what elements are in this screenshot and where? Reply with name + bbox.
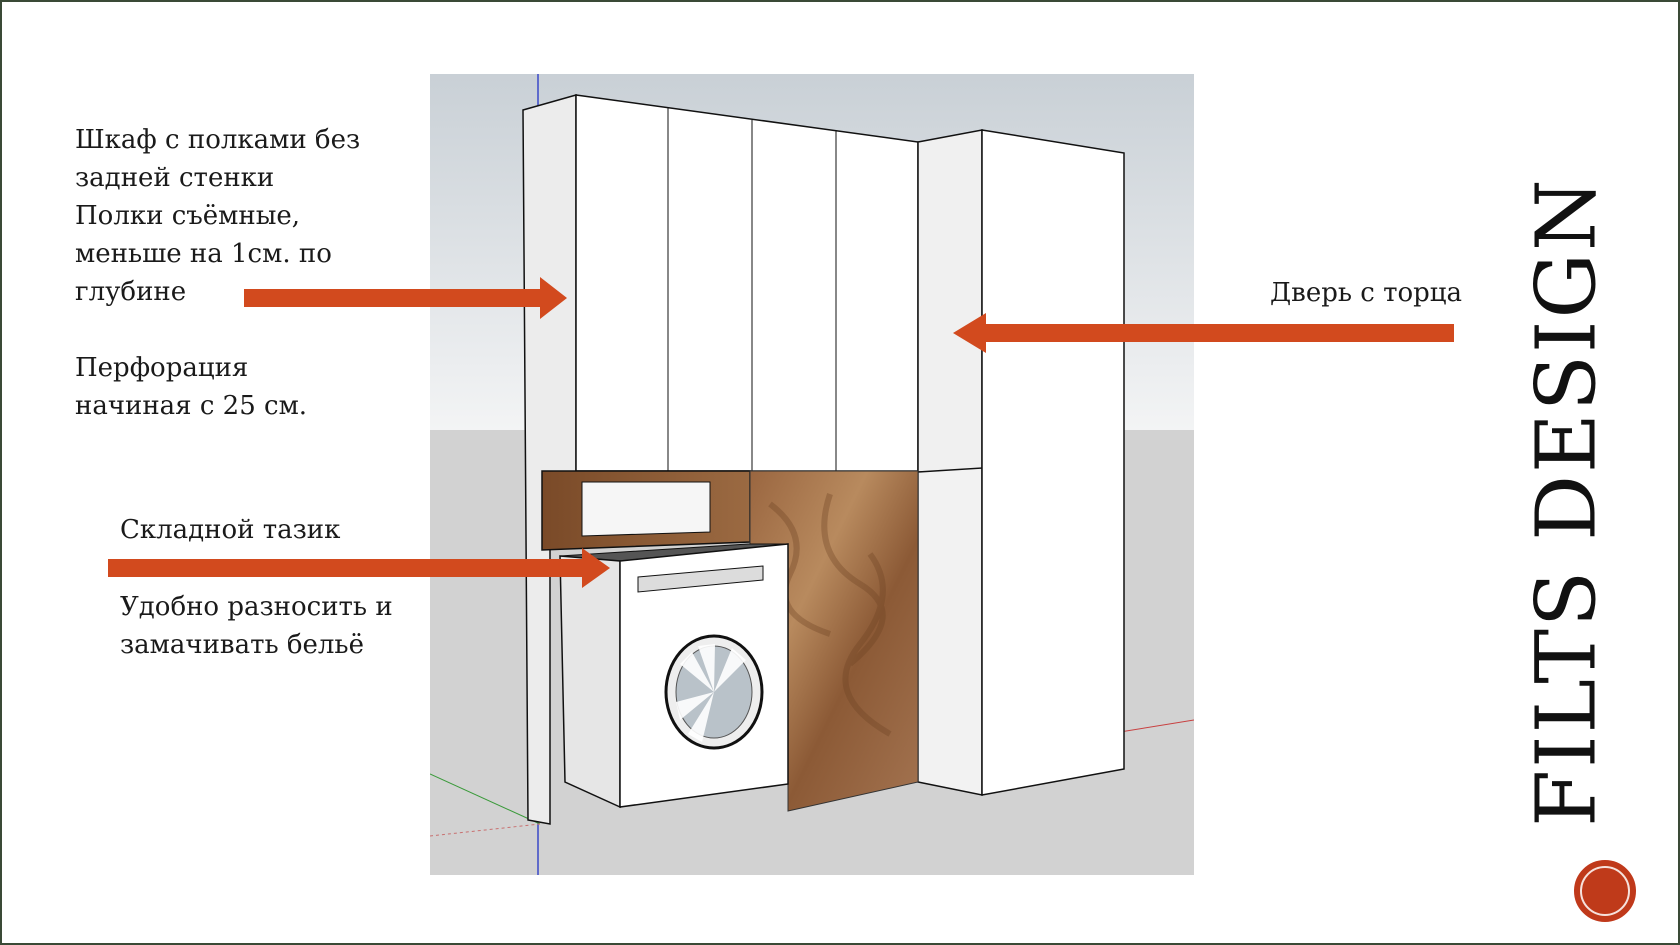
perforation-note: Перфорация начиная с 25 см. [75, 353, 308, 421]
tall-cabinet-lower-side [917, 467, 983, 796]
cabinet-3d-sketch [430, 74, 1194, 875]
cabinet-note: Шкаф с полками без задней стенки Полки с… [75, 125, 361, 307]
carry-soak-note: Удобно разносить и замачивать бельё [120, 592, 393, 660]
folding-basin-note: Складной тазик [120, 515, 341, 545]
side-door-note: Дверь с торца [1270, 278, 1462, 308]
washer-glass-shine [676, 644, 746, 742]
tall-cabinet-front [981, 129, 1125, 796]
washer-side [559, 555, 621, 809]
wood-texture [768, 493, 892, 737]
open-shelf-inner [581, 481, 711, 537]
brand-circle-icon [1574, 860, 1636, 922]
upper-cabinet-front [575, 94, 919, 472]
washer-drawer [637, 565, 764, 593]
brand-logo: FILTS DESIGN [1519, 177, 1615, 827]
red-axis [1119, 719, 1194, 733]
tall-cabinet-side [917, 129, 983, 473]
red-axis-dotted [430, 823, 541, 837]
green-axis [430, 773, 541, 825]
